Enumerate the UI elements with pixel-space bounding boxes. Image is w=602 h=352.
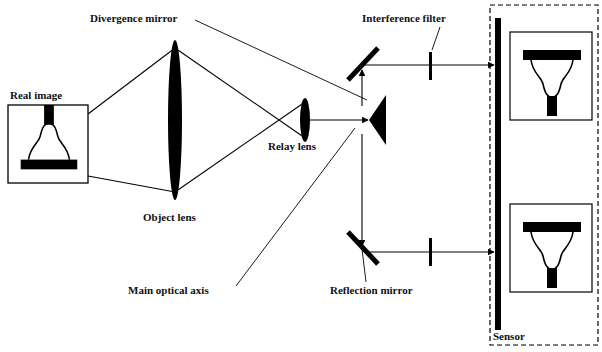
part-label: Real image <box>10 89 62 102</box>
part-label: Interference filter <box>362 12 446 25</box>
real-image <box>21 105 78 169</box>
sensor-image <box>523 222 581 288</box>
sensor-image <box>523 50 581 116</box>
part-label: Relay lens <box>268 140 316 153</box>
sensor-image-frame <box>510 204 592 292</box>
sensor-image-frame <box>510 32 592 120</box>
interference-filter <box>429 238 432 266</box>
leader-lines <box>195 20 440 286</box>
part-label: Object lens <box>143 211 196 224</box>
real-image-frame <box>8 105 88 183</box>
object-lens <box>168 40 182 200</box>
interference-filter <box>429 52 432 80</box>
rays <box>88 48 494 252</box>
part-label: Main optical axis <box>128 284 209 297</box>
part-label: Divergence mirror <box>90 12 177 25</box>
divergence-mirror <box>369 95 386 145</box>
relay-lens <box>300 98 310 142</box>
part-label: Reflection mirror <box>330 284 413 297</box>
part-label: Sensor <box>493 330 525 343</box>
reflection-mirror <box>348 48 378 80</box>
sensor <box>495 18 501 330</box>
sensor-region <box>490 5 598 345</box>
